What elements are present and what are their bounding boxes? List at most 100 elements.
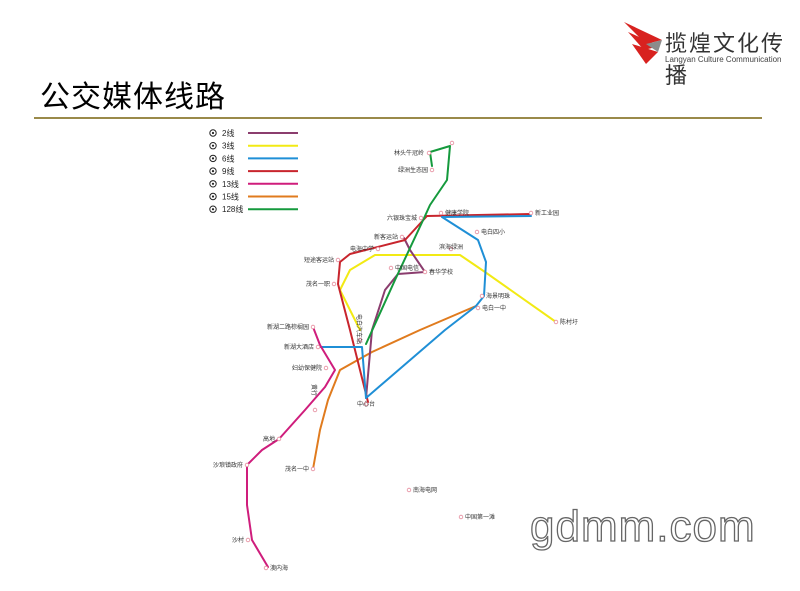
legend-bullet-dot bbox=[211, 157, 215, 160]
stop-label: 牛冠岭 bbox=[406, 149, 424, 157]
stop-label: 中国第一滩 bbox=[465, 513, 495, 521]
stop-label: 黄行 bbox=[310, 384, 318, 396]
route-stop: 新湖二路棕榈园 bbox=[267, 323, 316, 331]
route-stop: 短途客运站 bbox=[304, 256, 341, 264]
route-stop: 绿洲生态园 bbox=[398, 166, 435, 174]
stop-label: 电白一中 bbox=[482, 304, 506, 312]
legend-bullet-icon bbox=[209, 142, 217, 150]
route-stop: 新工业园 bbox=[528, 209, 559, 217]
route-stop: 林头 bbox=[394, 140, 455, 157]
stop-label: 健康学院 bbox=[445, 209, 469, 217]
legend-bullet-dot bbox=[211, 208, 215, 211]
route-stop: 南海电网 bbox=[406, 486, 437, 494]
legend-label: 6线 bbox=[222, 153, 234, 163]
logo-name-en: Langyan Culture Communication bbox=[665, 55, 782, 64]
route-stops: 林头牛冠岭绿洲生态园六银珠宝城 健康学院 新工业园新客运站 电白四小电海中学 滨海绿洲短… bbox=[213, 140, 578, 572]
stop-marker-icon bbox=[418, 215, 424, 221]
route-stop: 澳内海 bbox=[263, 564, 288, 572]
legend-item: 9线 bbox=[209, 166, 298, 176]
stop-label: 茂名一职 bbox=[306, 280, 330, 288]
logo-name-cn: 揽煌文化传播 bbox=[665, 32, 786, 89]
route-stop: 春华学校 bbox=[422, 268, 453, 276]
legend-bullet-icon bbox=[209, 167, 217, 175]
stop-marker-icon bbox=[528, 210, 534, 216]
stop-marker-icon bbox=[375, 246, 381, 252]
stop-marker-icon bbox=[426, 150, 432, 156]
legend-bullet-dot bbox=[211, 131, 215, 135]
route-stop: 健康学院 bbox=[438, 209, 469, 217]
title-divider bbox=[34, 117, 762, 119]
stop-label: 六银珠宝城 bbox=[387, 214, 417, 222]
stop-marker-icon bbox=[363, 401, 369, 407]
legend-bullet-icon bbox=[209, 205, 217, 213]
stop-label: 沙琅镇政府 bbox=[213, 461, 243, 469]
legend-item: 2线 bbox=[209, 128, 298, 138]
legend-label: 9线 bbox=[222, 166, 234, 176]
stop-marker-icon bbox=[310, 324, 316, 330]
legend-item: 128线 bbox=[209, 204, 298, 214]
stop-label: 高地 bbox=[263, 435, 275, 443]
route-stop: 中国电信 bbox=[388, 264, 419, 272]
legend-bullet-dot bbox=[211, 170, 215, 173]
stop-label: 绿洲生态园 bbox=[398, 166, 428, 174]
route-stop: 六银珠宝城 bbox=[387, 214, 424, 222]
legend-bullet-icon bbox=[209, 180, 217, 188]
route-stop: 沙琅镇政府 bbox=[213, 461, 250, 469]
stop-marker-icon bbox=[475, 305, 481, 311]
stop-marker-icon bbox=[276, 436, 282, 442]
route-stop: 黄行 bbox=[310, 384, 318, 413]
route-stop: 中国第一滩 bbox=[458, 513, 495, 521]
stop-label: 短途客运站 bbox=[304, 256, 334, 264]
stop-marker-icon bbox=[388, 265, 394, 271]
route-stop: 陈村圩 bbox=[553, 318, 578, 326]
route-stop: 电白四小 bbox=[474, 228, 505, 236]
stop-label: 澳内海 bbox=[270, 564, 288, 572]
route-stop: 沙村 bbox=[232, 536, 251, 544]
legend-item: 13线 bbox=[209, 179, 298, 189]
stop-marker-icon bbox=[553, 319, 559, 325]
watermark-text: gdmm.com bbox=[529, 501, 756, 551]
company-logo-icon bbox=[624, 22, 662, 64]
stop-label: 茂名一中 bbox=[285, 465, 309, 473]
stop-marker-icon bbox=[315, 344, 321, 350]
legend-bullet-dot bbox=[211, 195, 215, 198]
route-stop: 高地 bbox=[263, 435, 282, 443]
stop-label: 南海电网 bbox=[413, 486, 437, 494]
stop-label: 电海中学 bbox=[350, 245, 374, 253]
legend-item: 6线 bbox=[209, 153, 298, 163]
legend-item: 3线 bbox=[209, 141, 298, 151]
stop-marker-icon bbox=[448, 246, 454, 252]
page-title: 公交媒体线路 bbox=[40, 80, 226, 115]
legend-label: 2线 bbox=[222, 128, 234, 138]
stop-marker-icon bbox=[331, 281, 337, 287]
route-stop: 海景明珠 bbox=[479, 292, 510, 300]
route-stop: 茂名一中 bbox=[285, 465, 316, 473]
stop-marker-icon bbox=[323, 365, 329, 371]
stop-label: 海景明珠 bbox=[486, 292, 510, 300]
route-line bbox=[246, 326, 336, 568]
legend-bullet-dot bbox=[211, 144, 215, 147]
route-line bbox=[317, 215, 532, 399]
stop-label: 电白四小 bbox=[481, 228, 505, 236]
route-stop: 妇幼保健院 bbox=[292, 364, 329, 372]
stop-marker-icon bbox=[263, 565, 269, 571]
stop-marker-icon bbox=[449, 140, 455, 146]
stop-marker-icon bbox=[335, 257, 341, 263]
route-line bbox=[312, 305, 477, 470]
stop-label: 电白汽车站 bbox=[355, 314, 363, 344]
stop-label: 新湖二路棕榈园 bbox=[267, 323, 309, 331]
stop-label: 新客运站 bbox=[374, 233, 398, 241]
stop-marker-icon bbox=[422, 269, 428, 275]
stop-label: 滨海绿洲 bbox=[439, 243, 463, 251]
stop-marker-icon bbox=[406, 487, 412, 493]
stop-marker-icon bbox=[399, 234, 405, 240]
stop-marker-icon bbox=[245, 537, 251, 543]
legend-bullet-dot bbox=[211, 182, 215, 185]
stop-marker-icon bbox=[357, 337, 363, 343]
route-stop: 牛冠岭 bbox=[406, 149, 432, 157]
stop-label: 新湖大酒店 bbox=[284, 343, 314, 351]
stop-marker-icon bbox=[474, 229, 480, 235]
legend-label: 13线 bbox=[222, 179, 239, 189]
